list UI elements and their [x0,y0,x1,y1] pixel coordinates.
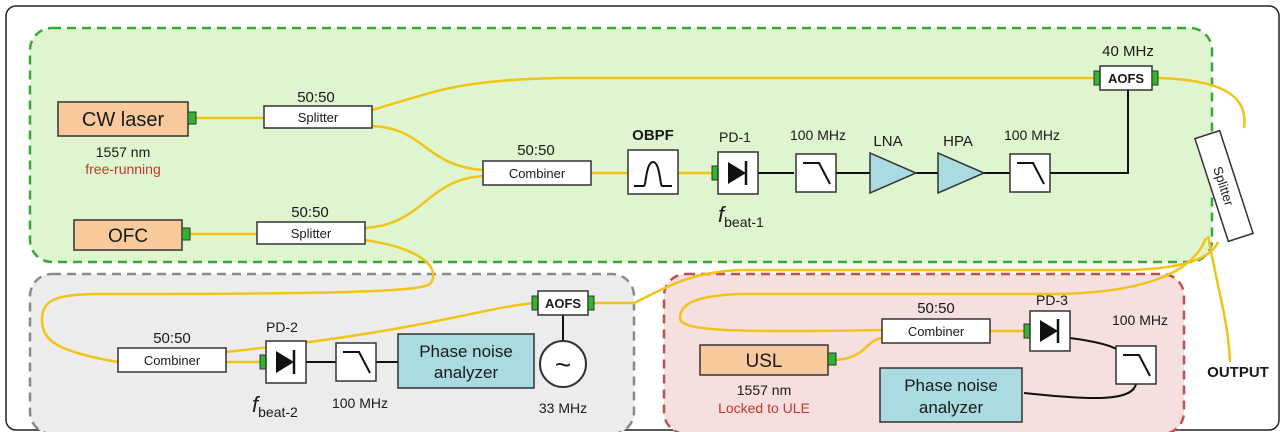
pd1-label: PD-1 [719,129,751,145]
top-region [28,26,1214,264]
filter1-box [795,153,837,193]
splitter1-box [263,105,373,129]
oscillator-symbol: ~ [555,349,571,380]
phase-noise-analyzer-right [879,367,1023,423]
fiber-usl-to-right-combiner [835,336,883,362]
fiber-splitout-to-output [1206,235,1232,363]
obpf-box [627,149,679,195]
cw-laser-status: free-running [85,161,161,177]
phase-noise-analyzer-left [397,333,535,389]
fiber-splitter2-to-left [40,238,435,364]
aofs-left-box [537,290,589,316]
aofs-top-connector-left [1093,70,1101,86]
splitter2-label: Splitter [291,226,332,241]
splitter1-ratio: 50:50 [297,89,335,106]
ofc-label: OFC [108,226,148,247]
oscillator-freq: 33 MHz [539,400,587,416]
combiner-right-label: Combiner [908,324,965,339]
filter2-box [1009,153,1051,193]
pd1-connector [711,165,719,181]
pd3-connector [1023,323,1031,339]
filter1-label: 100 MHz [790,127,846,143]
pd2-connector [259,354,267,370]
usl-connector [827,352,837,366]
splitter2-box [256,221,366,245]
combiner-top-ratio: 50:50 [517,142,555,159]
aofs-left-connector-left [531,295,539,311]
combiner-right-box [881,318,991,344]
fiber-splitout-to-right-combiner [678,237,1208,333]
ofc-box [73,219,183,251]
combiner-left-box [117,347,227,373]
photodiode-icon [1040,319,1060,343]
hpa-amplifier-icon [937,151,986,195]
lna-amplifier-icon [869,151,918,195]
filter-left-label: 100 MHz [332,395,388,411]
combiner-top-label: Combiner [509,166,566,181]
pd3-label: PD-3 [1036,292,1068,308]
wire-filter-analyzer-right [1023,383,1137,400]
usl-wavelength: 1557 nm [737,382,791,398]
photodiode-icon [276,350,296,374]
ofc-connector [181,227,191,241]
pd2-label: PD-2 [266,319,298,335]
lowpass-icon [803,162,831,185]
aofs-top-freq: 40 MHz [1102,43,1154,60]
lowpass-icon [1017,162,1045,185]
usl-label: USL [746,351,783,372]
fiber-splitter2-combiner [364,174,484,230]
output-splitter-box [1194,129,1254,243]
combiner-top-box [482,160,592,186]
aofs-left-label: AOFS [545,296,581,311]
usl-status: Locked to ULE [718,400,810,416]
pd2-beat: fbeat-2 [252,392,298,420]
cw-laser-connector [187,111,197,125]
fiber-aofs-splitter-out [1157,76,1246,129]
splitter2-ratio: 50:50 [291,204,329,221]
combiner-left-label: Combiner [144,353,201,368]
combiner-right-ratio: 50:50 [917,300,955,317]
usl-box [699,344,829,376]
output-label: OUTPUT [1207,364,1269,381]
aofs-top-box [1099,65,1153,91]
lowpass-icon [1123,354,1151,377]
aofs-left-connector-right [587,295,595,311]
lna-label: LNA [873,133,902,150]
photodiode-icon [728,161,748,185]
filter-right-box [1115,345,1157,385]
fiber-paths [40,76,1246,364]
left-region [28,272,636,432]
aofs-top-label: AOFS [1108,71,1144,86]
analyzer-right-line2: analyzer [919,398,984,417]
analyzer-left-line2: analyzer [434,363,499,382]
hpa-label: HPA [943,133,973,150]
filter-left-box [335,342,377,382]
fiber-splitout-to-left-aofs [588,241,1220,305]
analyzer-left-line1: Phase noise [419,342,513,361]
oscillator-icon [539,340,587,388]
aofs-top-connector-right [1151,70,1159,86]
wire-filter2-aofs [1050,90,1129,174]
cw-laser-wavelength: 1557 nm [96,144,150,160]
analyzer-right-line1: Phase noise [904,376,998,395]
fiber-splitter1-aofs [371,76,1098,112]
fiber-splitter1-combiner [371,124,484,172]
filter-right-label: 100 MHz [1112,312,1168,328]
combiner-left-ratio: 50:50 [153,330,191,347]
outer-frame [5,5,1280,431]
obpf-label: OBPF [632,127,674,144]
bandpass-icon [634,160,672,187]
filter2-label: 100 MHz [1004,127,1060,143]
lowpass-icon [343,351,371,374]
output-splitter: Splitter [1194,129,1254,243]
cw-laser-label: CW laser [82,109,165,131]
splitter1-label: Splitter [298,110,339,125]
pd1-beat: fbeat-1 [718,202,764,230]
